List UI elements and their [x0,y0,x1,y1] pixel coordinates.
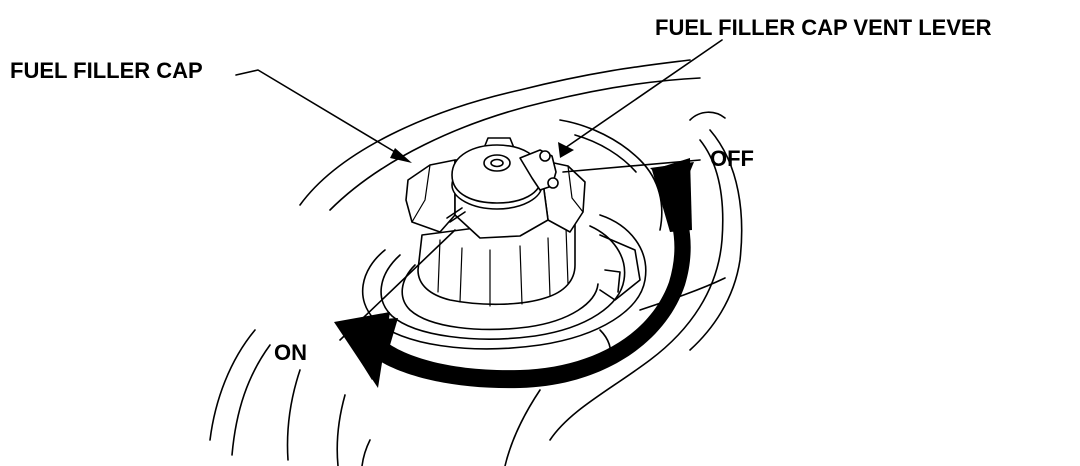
cap-top-dome [451,144,543,210]
fuel-filler-cap-label: FUEL FILLER CAP [10,58,203,83]
tank-body-outline [209,59,743,466]
vent-lever-label: FUEL FILLER CAP VENT LEVER [655,15,992,40]
cap-well [361,119,663,350]
off-label: OFF [710,146,754,171]
on-label: ON [274,340,307,365]
vent-lever [519,149,559,191]
rotation-arrow-icon [334,158,694,389]
